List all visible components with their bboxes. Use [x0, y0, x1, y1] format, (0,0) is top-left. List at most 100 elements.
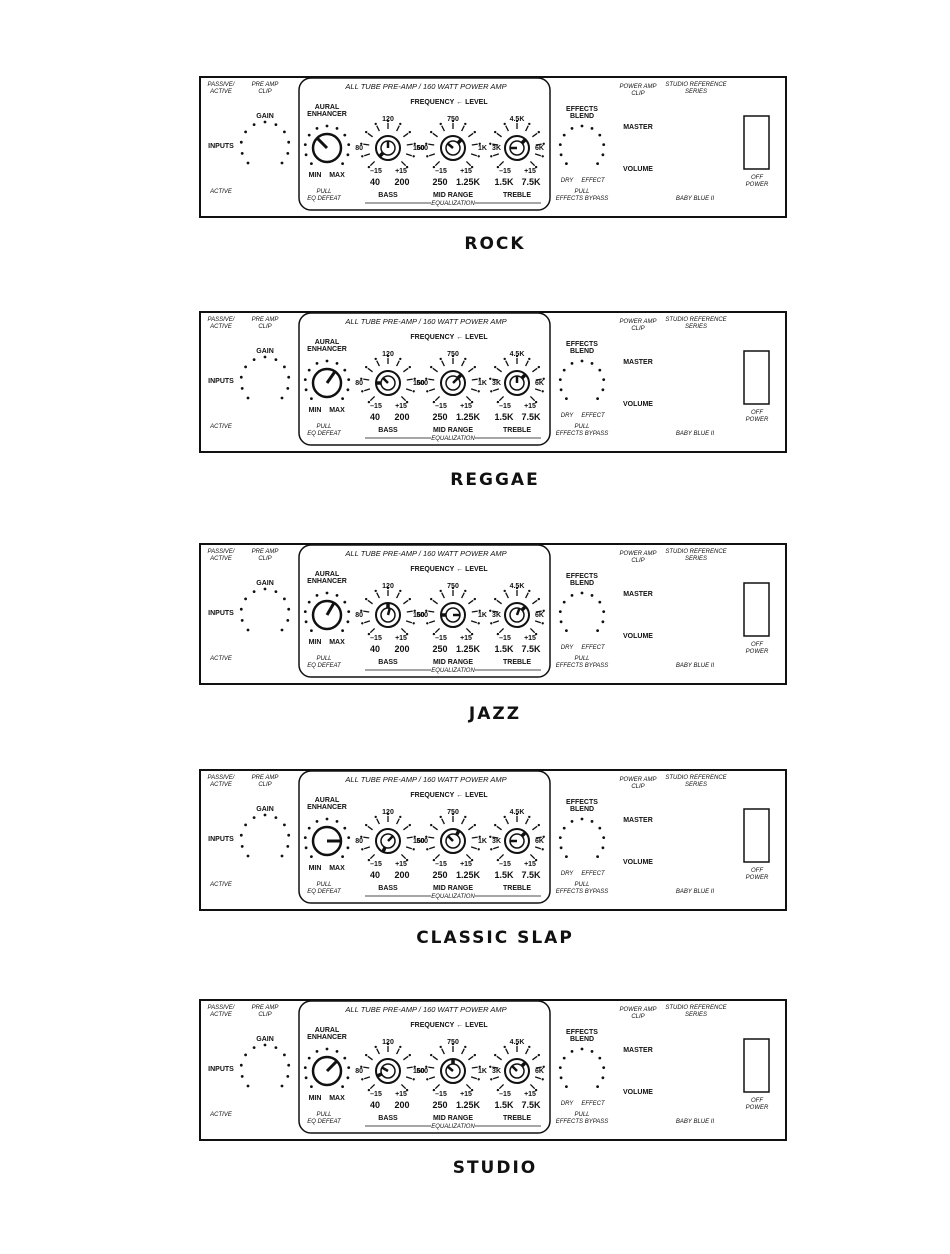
scale-tick — [434, 160, 441, 167]
scale-dot — [565, 1085, 568, 1088]
scale-tick — [403, 1055, 409, 1061]
scale-dot — [244, 823, 247, 827]
scale-dot — [325, 817, 329, 821]
scale-dot — [315, 820, 319, 823]
treble-freq-ticks — [489, 119, 545, 169]
effects-blend-dots[interactable] — [558, 359, 606, 400]
master-label: MASTER — [623, 817, 653, 824]
pull-effects-bypass-label-2: EFFECTS BYPASS — [556, 889, 609, 895]
bass-right-label: 160 — [413, 1068, 425, 1075]
scale-dot — [307, 1056, 311, 1060]
power-switch[interactable] — [743, 808, 770, 863]
bass-minus-label: –15 — [370, 168, 382, 175]
treble-left-label: 3K — [492, 1068, 501, 1075]
gain-knob-dots[interactable] — [239, 813, 291, 858]
treble-top-label: 4.5K — [510, 116, 525, 123]
scale-dot — [280, 1084, 284, 1088]
scale-dot — [534, 858, 538, 862]
scale-tick — [363, 378, 370, 381]
power-label: POWER — [746, 182, 769, 188]
scale-tick — [496, 132, 502, 138]
scale-dot — [252, 358, 256, 361]
mid-high-label: 1.25K — [456, 1100, 481, 1110]
scale-dot — [570, 362, 574, 365]
scale-dot — [496, 632, 500, 636]
mid-level-pointer — [446, 142, 454, 149]
scale-dot — [239, 140, 243, 144]
scale-dot — [343, 133, 347, 137]
scale-dot — [559, 153, 563, 157]
effects-blend-dots[interactable] — [558, 817, 606, 858]
power-amp-clip-label-2: CLIP — [631, 784, 644, 790]
treble-high-label: 7.5K — [521, 870, 541, 880]
aural-max-label: MAX — [329, 865, 345, 872]
scale-dot — [432, 632, 436, 636]
baby-blue-label: BABY BLUE II — [676, 889, 715, 895]
scale-dot — [580, 359, 584, 363]
scale-dot — [374, 589, 377, 593]
scale-dot — [274, 123, 278, 126]
scale-dot — [558, 836, 562, 839]
mid-range-label: MID RANGE — [433, 192, 473, 199]
scale-dot — [598, 368, 602, 372]
aural-max-label: MAX — [329, 1095, 345, 1102]
equalization-label: EQUALIZATION — [431, 436, 475, 442]
scale-dot — [367, 165, 371, 169]
scale-dot — [304, 153, 308, 157]
scale-dot — [451, 586, 455, 590]
mid-high-label: 1.25K — [456, 644, 481, 654]
gain-knob-dots[interactable] — [239, 120, 291, 165]
scale-dot — [503, 357, 506, 361]
scale-dot — [464, 815, 467, 819]
scale-dot — [240, 1075, 244, 1078]
bass-minus-label: –15 — [370, 403, 382, 410]
effects-blend-dots[interactable] — [558, 1047, 606, 1088]
effects-blend-dots[interactable] — [558, 124, 606, 165]
scale-dot — [473, 130, 476, 134]
scale-tick — [400, 627, 407, 634]
scale-dot — [335, 1050, 339, 1053]
pull-eq-defeat-label-2: EQ DEFEAT — [307, 1119, 342, 1125]
scale-tick — [496, 1055, 502, 1061]
preset-caption: JAZZ — [468, 704, 522, 724]
scale-dot — [425, 142, 428, 145]
scale-dot — [478, 142, 481, 145]
scale-tick — [428, 1066, 435, 1069]
scale-tick — [461, 125, 465, 132]
scale-dot — [598, 600, 602, 604]
bass-plus-label: +15 — [395, 635, 407, 642]
power-switch[interactable] — [743, 1038, 770, 1093]
power-switch[interactable] — [743, 350, 770, 405]
scale-dot — [541, 848, 544, 851]
eq-section-frame — [298, 770, 551, 904]
scale-tick — [441, 1048, 445, 1055]
scale-tick — [364, 1076, 371, 1080]
gain-knob-dots[interactable] — [239, 355, 291, 400]
mid-low-label: 250 — [432, 644, 447, 654]
scale-tick — [465, 627, 472, 634]
scale-tick — [505, 125, 509, 132]
bass-eq: 120 80 160 –15 +15 40 200 BASS — [355, 583, 425, 666]
aural-enhancer-pointer — [325, 370, 337, 384]
bass-high-label: 200 — [394, 177, 409, 187]
treble-label: TREBLE — [503, 1115, 531, 1122]
power-switch[interactable] — [743, 582, 770, 637]
scale-dot — [541, 1078, 544, 1081]
effects-blend-dots[interactable] — [558, 591, 606, 632]
power-switch[interactable] — [743, 115, 770, 170]
scale-tick — [396, 592, 400, 599]
treble-low-label: 1.5K — [494, 644, 514, 654]
gain-knob-dots[interactable] — [239, 1043, 291, 1088]
scale-tick — [465, 853, 472, 860]
panel-title: ALL TUBE PRE-AMP / 160 WATT POWER AMP — [344, 775, 506, 784]
scale-dot — [408, 823, 411, 827]
scale-tick — [441, 360, 445, 367]
scale-dot — [360, 142, 363, 145]
scale-dot — [439, 589, 442, 593]
gain-knob-dots[interactable] — [239, 587, 291, 632]
scale-dot — [494, 823, 497, 827]
scale-dot — [559, 846, 563, 850]
aural-enhancer-dots — [303, 591, 351, 632]
bass-left-label: 80 — [355, 612, 363, 619]
scale-dot — [386, 1042, 390, 1046]
